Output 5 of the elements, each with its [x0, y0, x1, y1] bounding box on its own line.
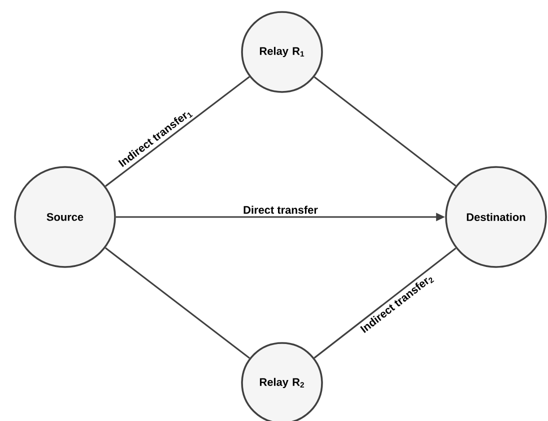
edge-label: Direct transfer	[244, 206, 318, 214]
connector-line	[314, 248, 456, 359]
connector-line	[105, 76, 250, 187]
connector-line	[104, 247, 250, 359]
connector-line	[314, 76, 456, 187]
